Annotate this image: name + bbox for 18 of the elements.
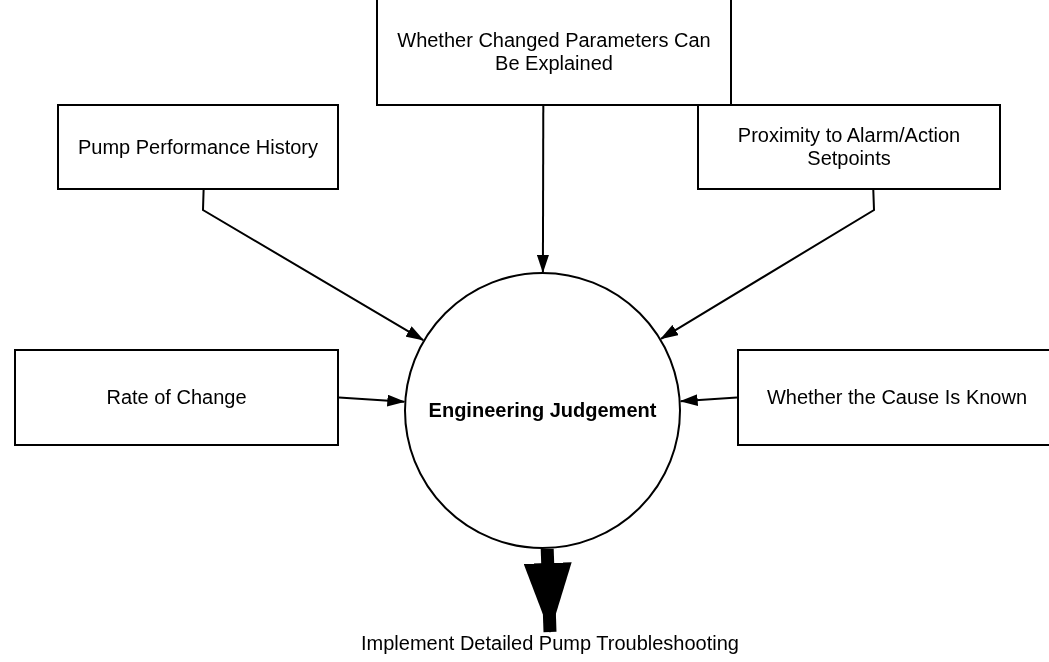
- node-label: Engineering Judgement: [427, 399, 658, 422]
- thick-arrow: [523, 548, 572, 633]
- arrow: [679, 394, 738, 407]
- process-box: [697, 104, 1001, 190]
- box-label: Pump Performance History: [76, 135, 320, 159]
- arrow: [536, 105, 549, 273]
- arrow: [660, 189, 875, 340]
- box-label: Whether Changed Parameters Can Be Explained: [396, 29, 712, 75]
- arrow: [202, 189, 425, 342]
- outcome-label: Implement Detailed Pump Troubleshooting: [330, 632, 770, 660]
- process-box: [737, 349, 1049, 446]
- box-label: Rate of Change: [105, 386, 248, 409]
- process-box: [376, 0, 732, 106]
- box-label: Whether the Cause Is Known: [765, 386, 1029, 409]
- process-box: [14, 349, 339, 446]
- box-label: Proximity to Alarm/Action Setpoints: [736, 124, 962, 170]
- process-box: [57, 104, 339, 190]
- arrow: [338, 394, 406, 407]
